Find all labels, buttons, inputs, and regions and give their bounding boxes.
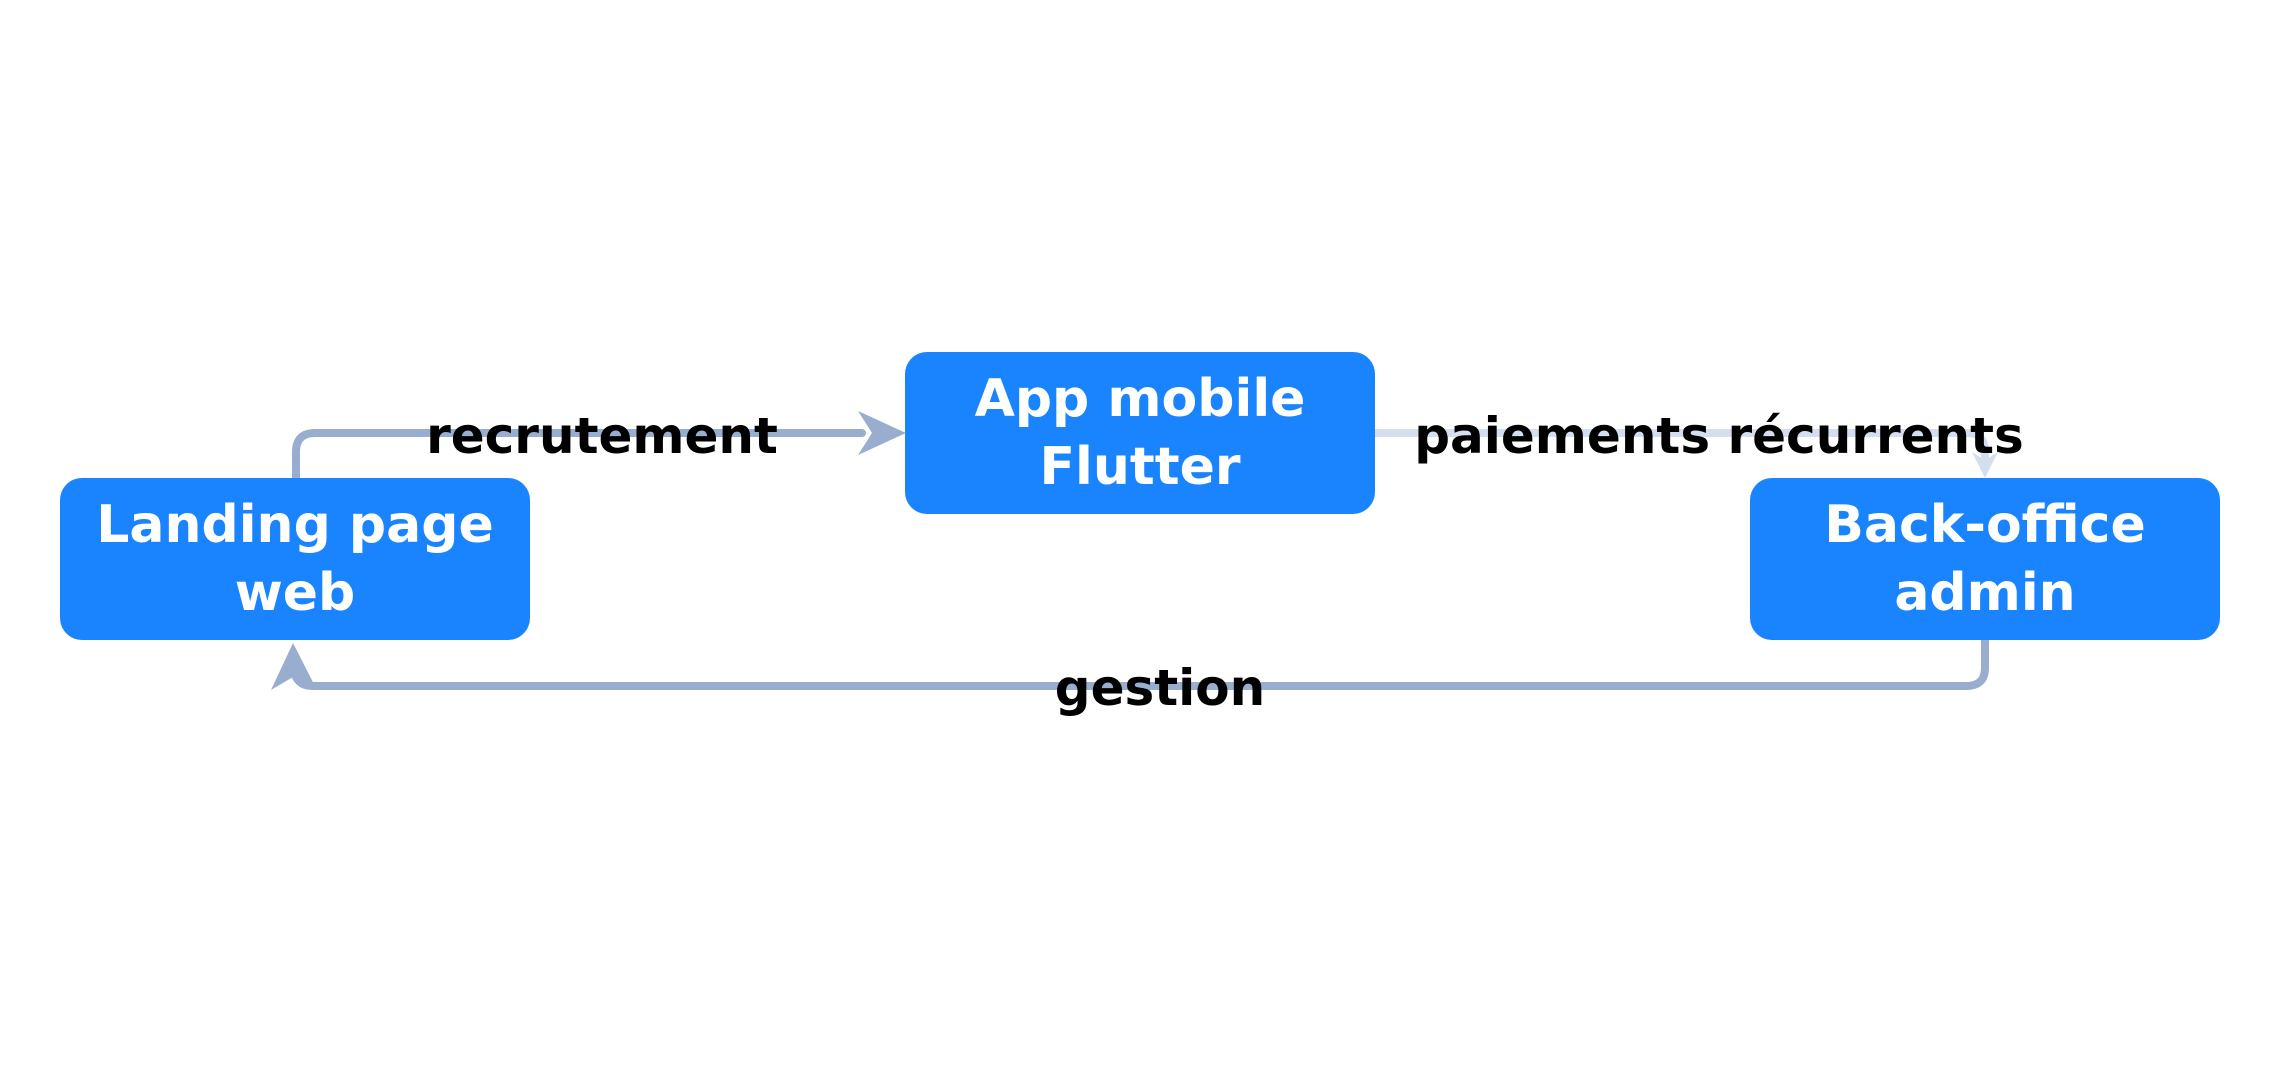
node-back-office-line1: Back-office [1824,495,2146,555]
edge-recrutement-line [292,429,866,482]
edge-recrutement-arrowhead [858,411,906,455]
node-back-office[interactable]: Back-office admin [1750,478,2220,640]
node-app-mobile-line2: Flutter [1039,437,1241,497]
node-back-office-line2: admin [1894,563,2076,623]
node-landing-page-line2: web [234,563,356,623]
edge-paiements-arrowhead [1972,452,1998,478]
edge-label-recrutement: recrutement [426,407,778,465]
node-landing-page[interactable]: Landing page web [60,478,530,640]
node-app-mobile[interactable]: App mobile Flutter [905,352,1375,514]
edge-gestion-arrowhead [271,643,317,690]
edge-label-gestion: gestion [1054,659,1266,717]
edge-paiements-line [1371,429,1989,466]
node-app-mobile-line1: App mobile [974,369,1306,429]
node-landing-page-line1: Landing page [96,495,494,555]
edge-label-paiements-recurrents: paiements récurrents [1414,407,2024,465]
